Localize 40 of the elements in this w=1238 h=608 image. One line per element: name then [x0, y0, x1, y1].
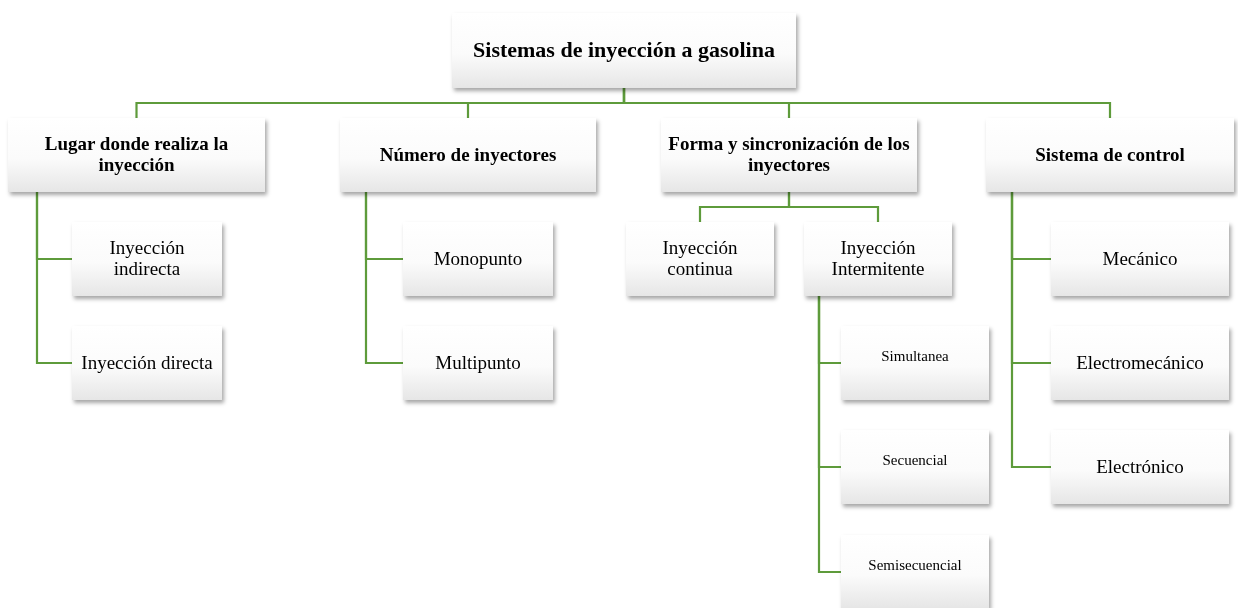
box-label: Inyección indirecta	[108, 238, 186, 280]
box-label: Inyección continua	[661, 238, 739, 280]
box-label: Sistemas de inyección a gasolina	[473, 38, 775, 63]
tree-box	[403, 222, 553, 296]
box-label: Secuencial	[882, 452, 948, 469]
tree-box	[1051, 222, 1229, 296]
box-label: Número de inyectores	[379, 144, 557, 166]
tree-box	[804, 222, 952, 296]
tree-box	[340, 118, 596, 192]
tree-box	[986, 118, 1234, 192]
tree-box	[841, 535, 989, 608]
box-label: Inyección directa	[81, 352, 213, 374]
box-label: Mecánico	[1102, 248, 1178, 270]
box-label: Semisecuencial	[868, 557, 962, 574]
tree-box	[72, 222, 222, 296]
box-label: Electromecánico	[1076, 352, 1204, 374]
tree-box	[452, 13, 796, 88]
connector-line	[817, 296, 841, 574]
tree-box	[8, 118, 265, 192]
box-label: Forma y sincronización de los inyectores	[667, 134, 911, 176]
tree-box	[403, 326, 553, 400]
tree-box	[841, 430, 989, 504]
tree-box	[1051, 326, 1229, 400]
tree-box	[72, 326, 222, 400]
connector-line	[622, 88, 1112, 118]
tree-box	[626, 222, 774, 296]
connector-line	[1010, 192, 1051, 469]
box-label: Electrónico	[1096, 456, 1184, 478]
box-label: Lugar donde realiza la inyección	[43, 134, 230, 176]
connector-line	[364, 192, 403, 365]
tree-box	[661, 118, 917, 192]
connector-line	[787, 192, 880, 222]
box-label: Sistema de control	[1035, 144, 1185, 166]
tree-box	[841, 326, 989, 400]
box-label: Simultanea	[881, 348, 949, 365]
box-label: Multipunto	[435, 352, 521, 374]
connector-line	[35, 192, 72, 365]
box-label: Monopunto	[433, 248, 523, 270]
box-label: Inyección Intermitente	[830, 238, 926, 280]
tree-box	[1051, 430, 1229, 504]
